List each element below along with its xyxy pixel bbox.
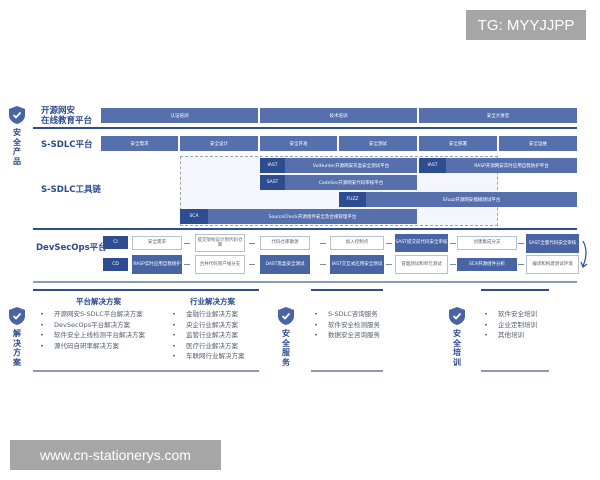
list-item[interactable]: 数据安全咨询服务	[314, 330, 380, 341]
divider-toolchain	[33, 228, 577, 230]
list-item[interactable]: S-SDLC咨询服务	[314, 309, 380, 320]
connector	[320, 264, 326, 265]
cd-step-6[interactable]: SCA开源组件分析	[457, 258, 517, 271]
divider-devsecops	[33, 281, 577, 283]
ci-step-3[interactable]: 代码仓库散源	[260, 236, 310, 250]
connector	[249, 243, 255, 244]
cd-step-3[interactable]: DAST黑盒安全测试	[260, 255, 310, 274]
section-label-services: 安全服务	[282, 329, 290, 367]
training-top-rule	[481, 289, 549, 291]
connector	[386, 264, 392, 265]
list-item[interactable]: 医疗行业解决方案	[172, 341, 245, 352]
education-label-line1: 开源网安	[41, 106, 76, 116]
sdlc-phase-dev[interactable]: 安全开发	[260, 136, 337, 151]
ci-tag: CI	[103, 236, 128, 249]
list-item[interactable]: 软件安全检测服务	[314, 320, 380, 331]
tool-tag-iast: IAST	[260, 158, 285, 173]
ci-step-1[interactable]: 安全需求	[132, 236, 182, 250]
list-item[interactable]: 软件安全上线检测平台解决方案	[40, 330, 145, 341]
tool-codesec[interactable]: CodeSec开源网安代码审核平台	[285, 175, 417, 190]
list-item[interactable]: 源代码自研率解决方案	[40, 341, 145, 352]
connector	[249, 264, 255, 265]
edu-bar-tech[interactable]: 技术培训	[260, 108, 417, 123]
connector	[450, 243, 456, 244]
tool-tag-iast-2: IAST	[419, 158, 446, 173]
connector	[320, 243, 326, 244]
ci-step-2[interactable]: 提交架构设计到代码仓库	[195, 234, 245, 252]
services-bottom-rule	[311, 370, 383, 372]
services-top-rule	[311, 289, 383, 291]
tool-rasp[interactable]: RASP开源网安实时应用自我防护平台	[446, 158, 577, 173]
cd-step-5[interactable]: 冒烟测试和单元测试	[395, 255, 448, 274]
sdlc-phase-deploy[interactable]: 安全部署	[419, 136, 497, 151]
cd-tag: CD	[103, 258, 128, 271]
list-item[interactable]: 其他培训	[484, 330, 537, 341]
toolchain-label: S-SDLC工具链	[41, 185, 101, 195]
connector	[386, 243, 392, 244]
sdlc-phase-design[interactable]: 安全设计	[180, 136, 258, 151]
shield-check-icon	[278, 307, 294, 325]
solutions-top-rule	[33, 289, 259, 291]
tool-tag-fuzz: FUZZ	[339, 192, 366, 207]
shield-check-icon	[9, 106, 25, 124]
connector	[518, 243, 524, 244]
ci-step-5[interactable]: SAST提交前代码安全审核	[395, 234, 448, 252]
shield-check-icon	[9, 307, 25, 325]
platform-solutions-title: 平台解决方案	[76, 297, 121, 306]
tool-vulhunter[interactable]: VulHunter开源网安灰盒安全测试平台	[285, 158, 417, 173]
section-label-products: 安全产品	[13, 128, 21, 166]
training-bottom-rule	[481, 370, 549, 372]
tool-sfuzz[interactable]: SFuzz开源网安模糊测试平台	[366, 192, 577, 207]
connector	[184, 264, 190, 265]
tool-sourcecheck[interactable]: SourceCheck开源组件安全及合规管理平台	[208, 209, 417, 224]
list-item[interactable]: 监管行业解决方案	[172, 330, 245, 341]
tool-tag-sast: SAST	[260, 175, 285, 190]
list-item[interactable]: 软件安全培训	[484, 309, 537, 320]
cd-step-1[interactable]: RASP实时应用自我保护	[132, 255, 182, 274]
ci-step-4[interactable]: 加入控制点	[330, 236, 384, 250]
cd-step-7[interactable]: 编译和构建测试环境	[526, 255, 579, 274]
watermark-bottom: www.cn-stationerys.com	[10, 440, 221, 470]
education-label: 开源网安 在线教育平台	[41, 106, 92, 126]
education-label-line2: 在线教育平台	[41, 116, 93, 126]
solutions-bottom-rule	[33, 370, 259, 372]
edu-bar-lecture[interactable]: 安全大讲堂	[419, 108, 577, 123]
devsecops-label: DevSecOps平台	[36, 243, 107, 253]
edu-bar-cert[interactable]: 认证培训	[101, 108, 258, 123]
cd-step-2[interactable]: 合并代码到产线分支	[195, 255, 245, 274]
sdlc-phase-requirements[interactable]: 安全需求	[101, 136, 178, 151]
connector	[184, 243, 190, 244]
training-list: 软件安全培训 企业定制培训 其他培训	[484, 309, 537, 341]
tool-tag-sca: SCA	[180, 209, 208, 224]
list-item[interactable]: 金融行业解决方案	[172, 309, 245, 320]
list-item[interactable]: 央企行业解决方案	[172, 320, 245, 331]
services-list: S-SDLC咨询服务 软件安全检测服务 数据安全咨询服务	[314, 309, 380, 341]
divider-education	[33, 127, 577, 129]
industry-solutions-title: 行业解决方案	[190, 297, 235, 306]
sdlc-phase-test[interactable]: 安全测试	[339, 136, 417, 151]
list-item[interactable]: DevSecOps平台解决方案	[40, 320, 145, 331]
list-item[interactable]: 开源网安S-SDLC平台解决方案	[40, 309, 145, 320]
connector	[518, 264, 524, 265]
list-item[interactable]: 企业定制培训	[484, 320, 537, 331]
ci-step-7[interactable]: SAST全量代码安全审核	[526, 234, 579, 253]
platform-solutions-list: 开源网安S-SDLC平台解决方案 DevSecOps平台解决方案 软件安全上线检…	[40, 309, 145, 351]
list-item[interactable]: 车联网行业解决方案	[172, 351, 245, 362]
connector	[450, 264, 456, 265]
cd-step-4[interactable]: IAST交互式应用安全测试	[330, 255, 384, 274]
watermark-top: TG: MYYJJPP	[466, 10, 586, 40]
sdlc-platform-label: S-SDLC平台	[41, 140, 93, 150]
industry-solutions-list: 金融行业解决方案 央企行业解决方案 监管行业解决方案 医疗行业解决方案 车联网行…	[172, 309, 245, 362]
shield-check-icon	[449, 307, 465, 325]
ci-step-6[interactable]: 创建集成分支	[457, 236, 517, 250]
sdlc-phase-ops[interactable]: 安全运维	[499, 136, 577, 151]
section-label-solutions: 解决方案	[13, 329, 21, 367]
section-label-training: 安全培训	[453, 329, 461, 367]
loop-arrow-icon	[580, 240, 588, 268]
